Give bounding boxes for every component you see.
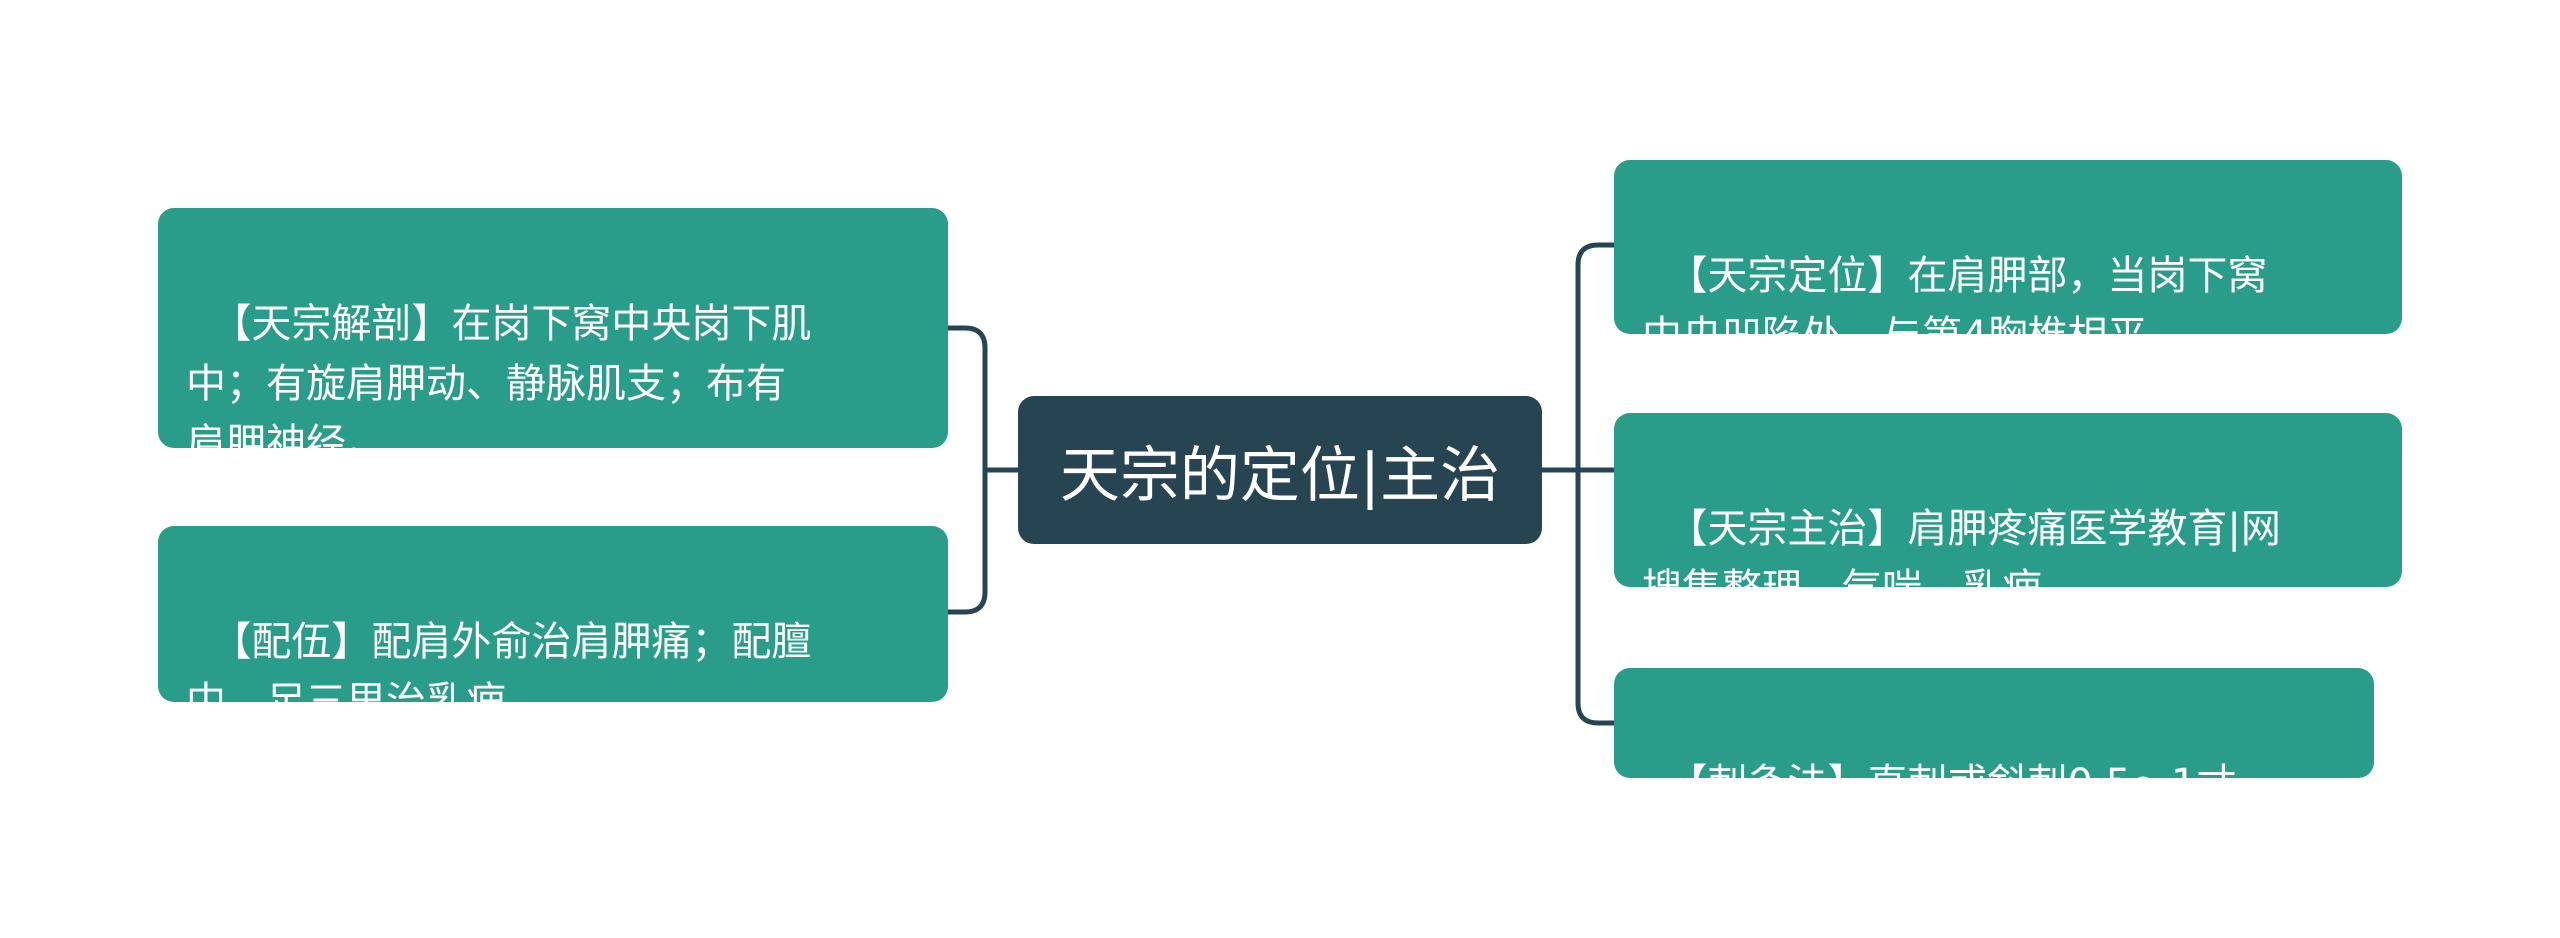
- left-node-anatomy-label: 【天宗解剖】在岗下窝中央岗下肌 中；有旋肩胛动、静脉肌支；布有 肩胛神经。: [186, 301, 812, 467]
- left-node-compatibility[interactable]: 【配伍】配肩外俞治肩胛痛；配膻 中、足三里治乳痈。: [158, 526, 948, 725]
- left-node-anatomy[interactable]: 【天宗解剖】在岗下窝中央岗下肌 中；有旋肩胛动、静脉肌支；布有 肩胛神经。: [158, 208, 948, 467]
- connector-right-3: [1575, 467, 1617, 726]
- root-node-label: 天宗的定位|主治: [1059, 440, 1501, 511]
- right-node-acupuncture-method-label: 【刺灸法】直刺或斜刺0.5～1寸。: [1667, 761, 2277, 807]
- connector-left-1: [945, 325, 988, 473]
- right-node-indications[interactable]: 【天宗主治】肩胛疼痛医学教育|网 搜集整理，气喘，乳痈。: [1614, 413, 2402, 612]
- connector-right-1: [1575, 242, 1617, 473]
- right-node-location[interactable]: 【天宗定位】在肩胛部，当岗下窝 中央凹陷处，与第4胸椎相平。: [1614, 160, 2402, 359]
- root-node[interactable]: 天宗的定位|主治: [1018, 396, 1542, 544]
- right-node-location-label: 【天宗定位】在肩胛部，当岗下窝 中央凹陷处，与第4胸椎相平。: [1642, 253, 2268, 359]
- right-node-acupuncture-method[interactable]: 【刺灸法】直刺或斜刺0.5～1寸。: [1614, 668, 2374, 807]
- left-node-compatibility-label: 【配伍】配肩外俞治肩胛痛；配膻 中、足三里治乳痈。: [186, 619, 812, 725]
- connector-left-2: [945, 467, 988, 615]
- right-node-indications-label: 【天宗主治】肩胛疼痛医学教育|网 搜集整理，气喘，乳痈。: [1642, 506, 2281, 612]
